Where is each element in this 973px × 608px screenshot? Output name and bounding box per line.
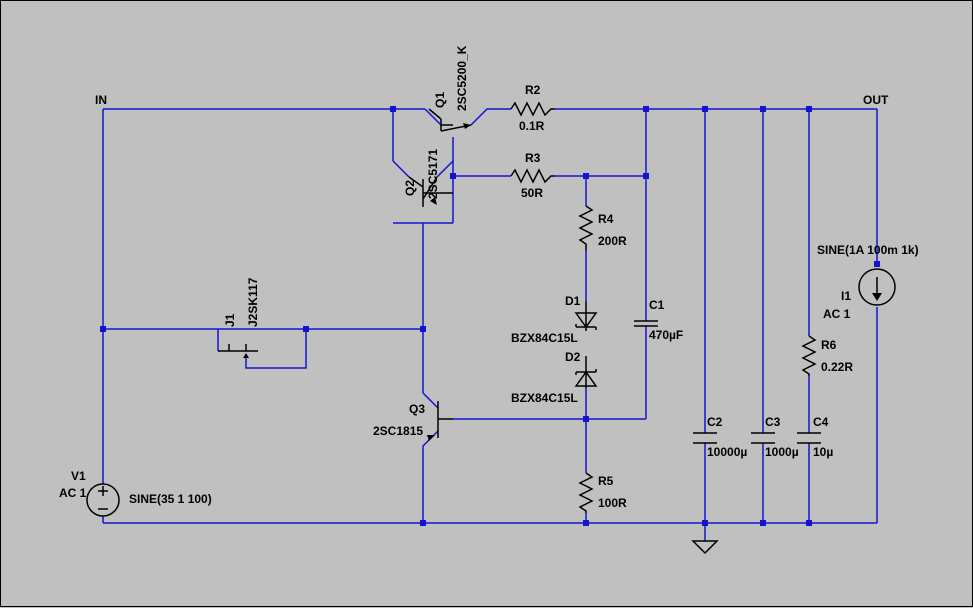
c2-value-label: 10000µ [707, 445, 747, 459]
zener-d1-symbol[interactable] [574, 301, 598, 331]
transistor-q2-symbol[interactable] [408, 176, 453, 207]
q1-ref-label: Q1 [433, 92, 447, 108]
transistor-q3-symbol[interactable] [427, 401, 453, 441]
r4-ref-label: R4 [598, 212, 614, 226]
resistor-r3-symbol[interactable] [510, 168, 555, 184]
capacitor-c3-symbol[interactable] [751, 432, 775, 444]
resistor-r6-symbol[interactable] [801, 335, 817, 376]
wires [102, 108, 878, 541]
v1-value-label: SINE(35 1 100) [129, 492, 212, 506]
c3-ref-label: C3 [765, 415, 781, 429]
r2-value-label: 0.1R [519, 119, 545, 133]
r6-value-label: 0.22R [821, 360, 853, 374]
net-label-in: IN [95, 93, 107, 107]
zener-d2-symbol[interactable] [574, 356, 598, 388]
j1-model-label: J2SK117 [246, 277, 260, 327]
current-source-i1-symbol[interactable] [858, 268, 896, 306]
capacitor-c4-symbol[interactable] [797, 432, 821, 444]
q1-model-label: 2SC5200_K [455, 45, 469, 111]
i1-ref-label: I1 [841, 289, 851, 303]
c3-value-label: 1000µ [765, 445, 799, 459]
v1-ac-label: AC 1 [59, 486, 87, 500]
q2-model-label: 2SC5171 [426, 149, 440, 199]
d1-value-label: BZX84C15L [511, 331, 578, 345]
ground-symbol [691, 540, 719, 555]
c4-value-label: 10µ [813, 445, 833, 459]
r5-ref-label: R5 [598, 474, 614, 488]
i1-value-label: SINE(1A 100m 1k) [817, 243, 919, 257]
r5-value-label: 100R [598, 496, 627, 510]
v1-ref-label: V1 [71, 469, 86, 483]
capacitor-c2-symbol[interactable] [693, 432, 717, 444]
transistor-q1-symbol[interactable] [428, 108, 472, 132]
resistor-r2-symbol[interactable] [510, 101, 555, 117]
c1-ref-label: C1 [649, 298, 665, 312]
q3-model-label: 2SC1815 [373, 424, 423, 438]
resistor-r4-symbol[interactable] [578, 205, 594, 251]
net-label-out: OUT [863, 93, 889, 107]
r2-ref-label: R2 [525, 83, 541, 97]
q3-ref-label: Q3 [409, 402, 425, 416]
junctions [100, 106, 880, 526]
voltage-source-v1-symbol[interactable] [86, 483, 120, 517]
d2-ref-label: D2 [565, 350, 581, 364]
c4-ref-label: C4 [813, 415, 829, 429]
r3-ref-label: R3 [525, 151, 541, 165]
r4-value-label: 200R [598, 234, 627, 248]
resistor-r5-symbol[interactable] [578, 472, 594, 513]
q2-ref-label: Q2 [403, 180, 417, 196]
capacitor-c1-symbol[interactable] [634, 320, 658, 327]
c2-ref-label: C2 [707, 415, 723, 429]
i1-ac-label: AC 1 [823, 307, 851, 321]
d2-value-label: BZX84C15L [511, 391, 578, 405]
d1-ref-label: D1 [565, 294, 581, 308]
j1-ref-label: J1 [223, 313, 237, 327]
jfet-j1-symbol[interactable] [218, 344, 258, 358]
r3-value-label: 50R [521, 186, 543, 200]
c1-value-label: 470µF [649, 328, 683, 342]
r6-ref-label: R6 [821, 338, 837, 352]
